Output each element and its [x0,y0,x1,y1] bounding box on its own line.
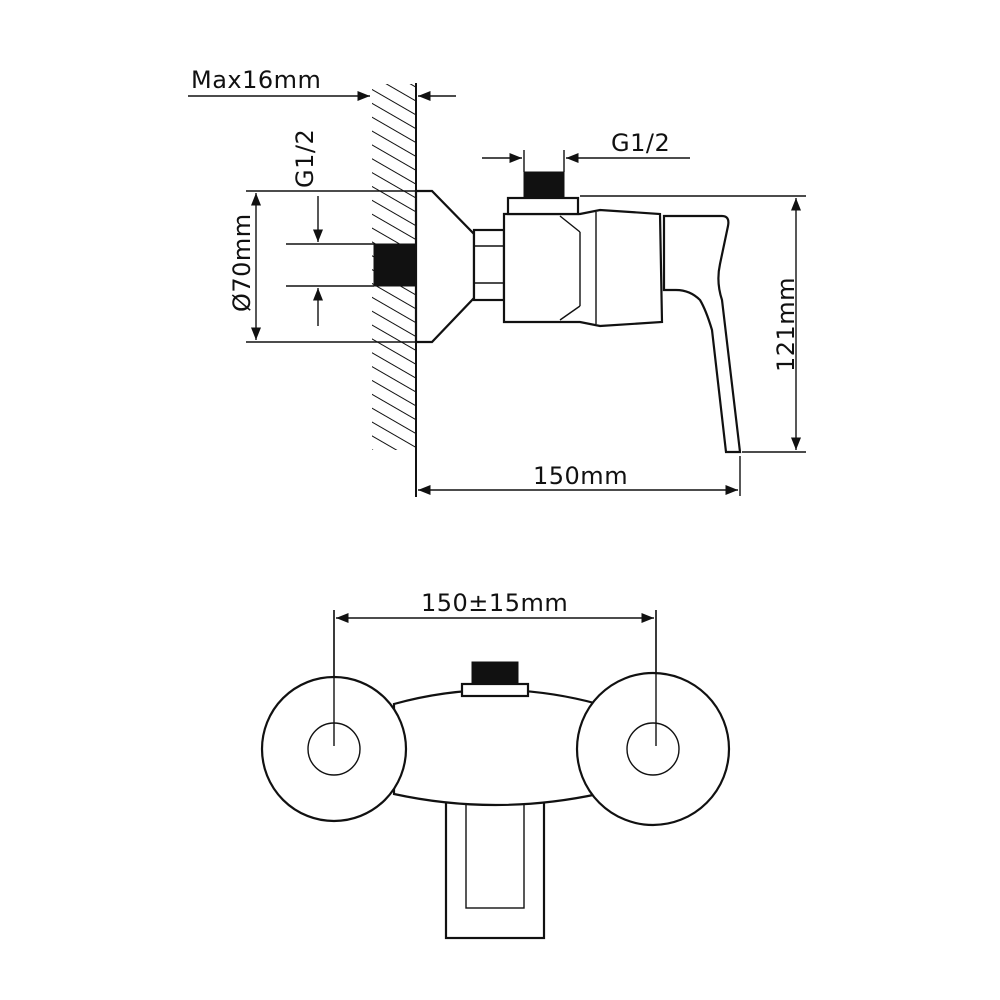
wall-thread-label: G1/2 [291,129,319,188]
escutcheon-diameter-label: Ø70mm [228,213,256,312]
outlet-thread-label: G1/2 [611,129,670,157]
escutcheon [414,189,476,344]
front-lever [444,790,546,940]
depth-dimension: 150mm [418,456,741,496]
outlet [506,171,580,216]
wall-thickness-dimension: Max16mm [188,66,456,102]
wall-pipe [373,243,417,287]
side-view: Max16mm G1/2 Ø70mm [188,66,806,497]
front-body [392,688,600,807]
wall [372,83,417,497]
connector-nut [472,228,506,302]
height-dimension: 121mm [772,198,802,450]
right-escutcheon [575,671,731,827]
wall-thread-dimension: G1/2 [286,129,374,326]
wall-thickness-label: Max16mm [191,66,321,94]
lever-handle [662,214,742,454]
height-label: 121mm [772,277,800,372]
mixer-body [502,208,664,328]
front-view: 150±15mm [260,589,731,940]
escutcheon-diameter-dimension: Ø70mm [228,190,426,343]
front-outlet [460,661,530,698]
centre-distance-label: 150±15mm [421,589,568,617]
depth-label: 150mm [533,462,628,490]
outlet-thread-dimension: G1/2 [482,129,690,172]
